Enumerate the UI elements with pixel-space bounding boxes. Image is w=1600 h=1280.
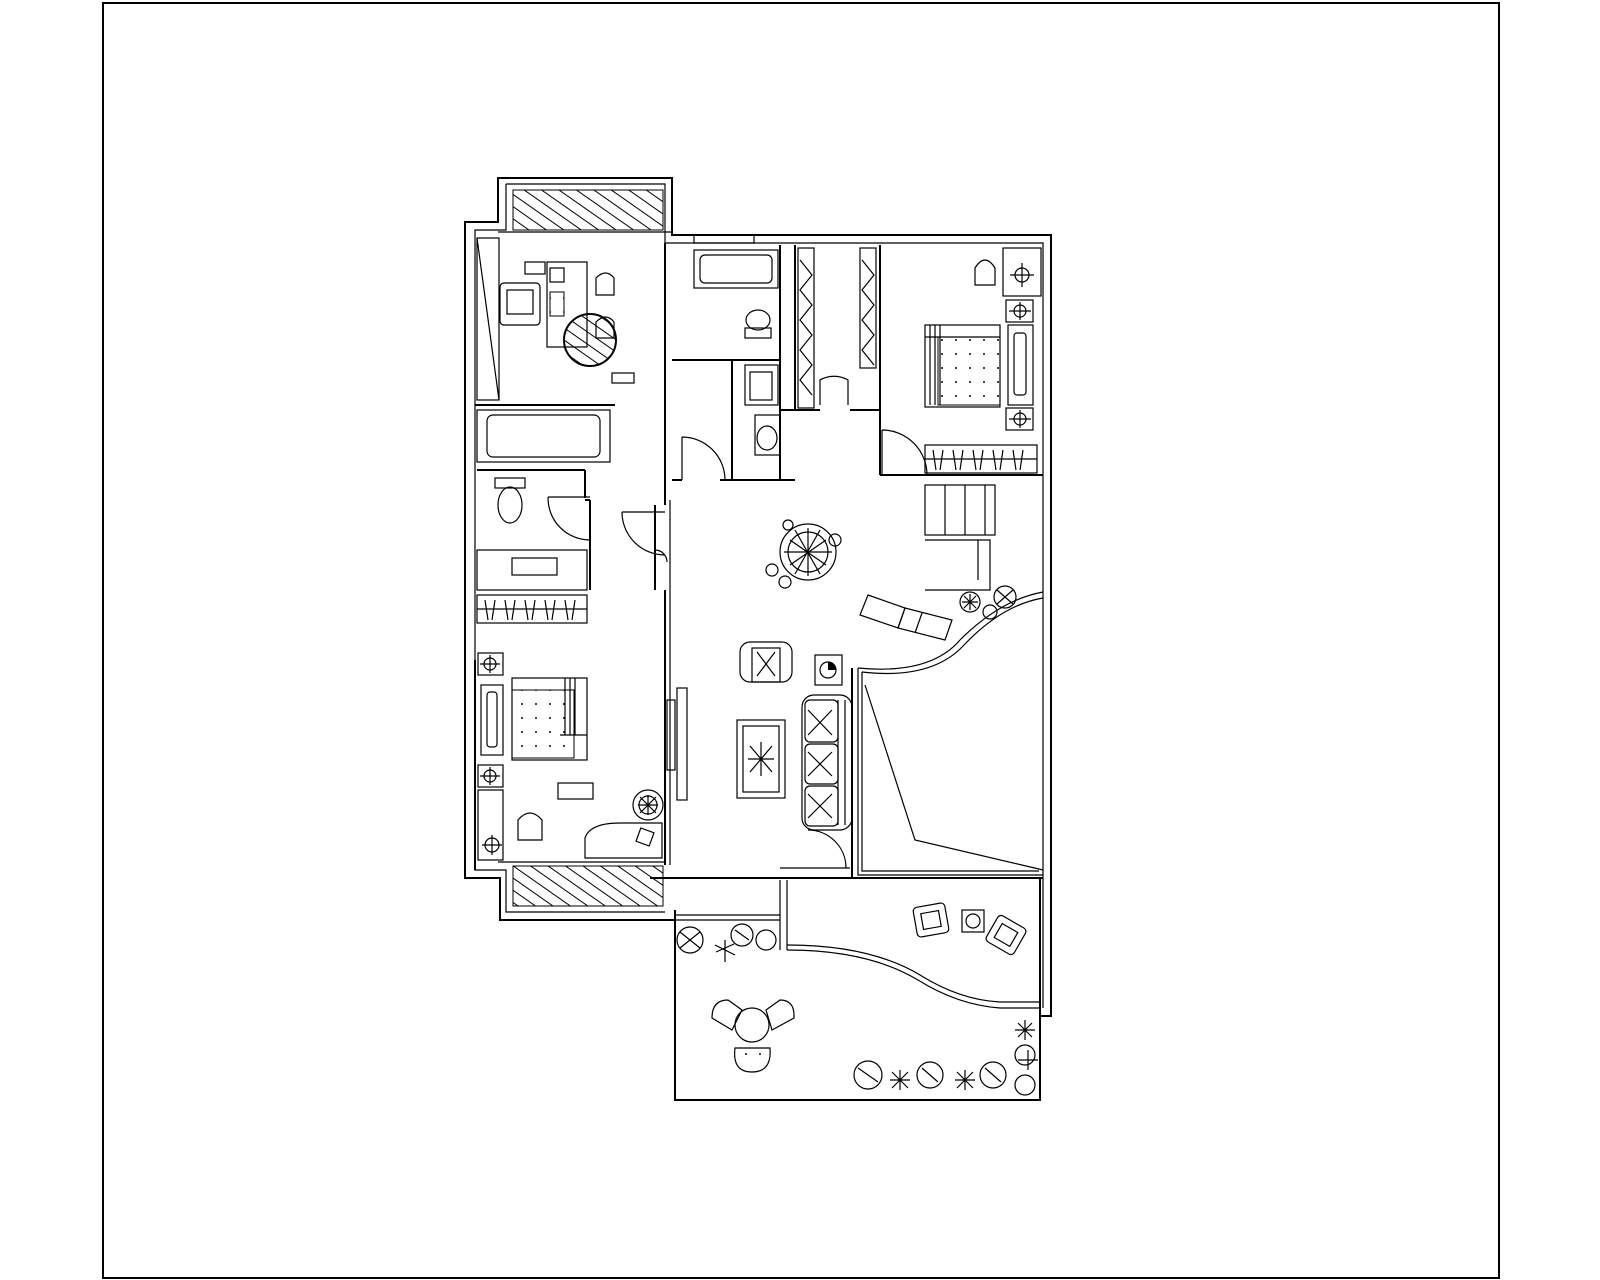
living-room: [736, 519, 953, 869]
study-room: [475, 237, 666, 505]
lounge-chair-right: [859, 594, 953, 641]
plants-right-wall: [959, 585, 1017, 620]
armchair-living: [739, 641, 793, 683]
wardrobe-left: [476, 594, 588, 624]
door-swing-center-bath: [681, 436, 726, 481]
side-chair-2: [595, 316, 615, 339]
vanity-left: [476, 549, 588, 591]
door-swing-living: [780, 829, 850, 869]
shower-center: [744, 364, 779, 406]
lounge-chaise: [584, 822, 663, 859]
door-swing-left-bath: [547, 496, 591, 541]
terrace-plants-left: [676, 923, 777, 962]
toilet-center: [744, 309, 772, 339]
door-swing-hall: [621, 511, 666, 556]
armchair-left-bedroom: [517, 812, 543, 841]
lamp-left-2: [477, 764, 504, 788]
master-bed: [924, 324, 1001, 408]
patio-lounge-set: [912, 902, 1027, 956]
balcony-top: [498, 189, 672, 233]
study-desk: [524, 261, 617, 367]
lamp-master-1: [1005, 299, 1034, 323]
sunroom: [650, 591, 1044, 879]
armchair-master: [974, 259, 996, 286]
coffee-table: [736, 719, 786, 799]
terrace-plants-right: [853, 1020, 1038, 1096]
bed-left: [511, 677, 588, 761]
study-chair: [499, 282, 541, 326]
sofa: [801, 694, 853, 831]
bathtub-center: [693, 249, 779, 289]
side-chair-1: [595, 272, 615, 296]
wardrobe-master: [924, 444, 1038, 474]
plant-left-bedroom: [632, 789, 664, 821]
patio-dining-set: [711, 999, 795, 1073]
toilet-left: [494, 477, 526, 524]
door-swing-master: [881, 429, 928, 476]
balcony-bottom: [498, 861, 665, 907]
door-swing-closet: [819, 375, 849, 405]
walk-in-closet: [780, 245, 881, 411]
sheet-border: [102, 2, 1500, 1279]
left-bedroom: [474, 652, 664, 870]
staircase: [924, 484, 996, 591]
sink-center: [754, 414, 781, 456]
side-table: [814, 654, 843, 686]
bedroom-shelf: [557, 782, 594, 800]
lamp-left-1: [477, 652, 504, 676]
lamp-master-2: [1005, 407, 1034, 431]
study-shelf: [611, 372, 635, 384]
left-bathroom: [476, 409, 611, 591]
terrace: [674, 878, 1041, 1101]
center-bathroom: [672, 234, 795, 481]
master-bedroom: [879, 245, 1043, 476]
round-table-plant: [765, 519, 842, 589]
